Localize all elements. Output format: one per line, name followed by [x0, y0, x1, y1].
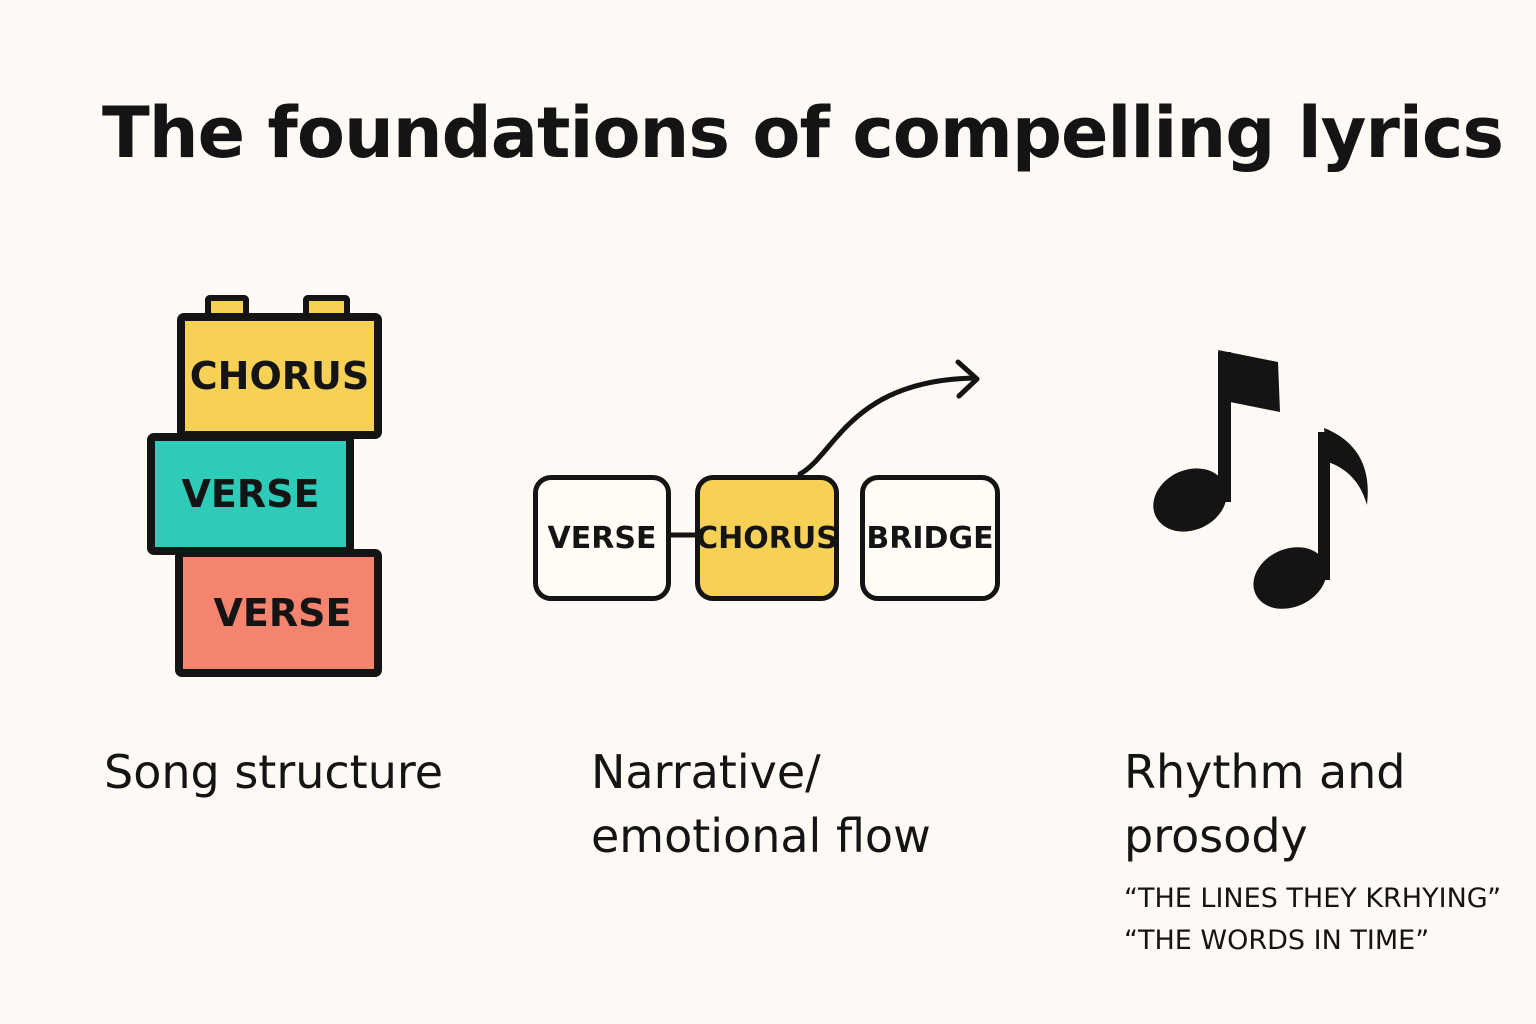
flow-arrow-icon: [797, 375, 978, 477]
quote-line: “THE LINES THEY KRHYING”: [1124, 883, 1502, 914]
verse-block: VERSE: [147, 433, 354, 555]
rhythm-label-line: Rhythm and: [1124, 745, 1406, 799]
music-notes-icon: [1153, 350, 1368, 609]
quote-line: “THE WORDS IN TIME”: [1124, 925, 1430, 956]
narrative-label-line: Narrative/: [591, 745, 821, 799]
rhythm-quotes: “THE LINES THEY KRHYING” “THE WORDS IN T…: [1124, 878, 1501, 962]
flow-box-chorus: CHORUS: [695, 475, 839, 601]
page-title: The foundations of compelling lyrics: [102, 92, 1504, 174]
flow-box-verse: VERSE: [533, 475, 671, 601]
song-structure-label: Song structure: [104, 745, 444, 799]
rhythm-label-line: prosody: [1124, 809, 1308, 863]
verse-block: VERSE: [175, 549, 382, 677]
rhythm-label: Rhythm and prosody: [1124, 740, 1406, 868]
narrative-label-line: emotional flow: [591, 809, 931, 863]
chorus-block: CHORUS: [177, 313, 382, 439]
arrow-head-icon: [955, 359, 980, 399]
narrative-label: Narrative/ emotional flow: [591, 740, 931, 868]
flow-box-bridge: BRIDGE: [860, 475, 1000, 601]
